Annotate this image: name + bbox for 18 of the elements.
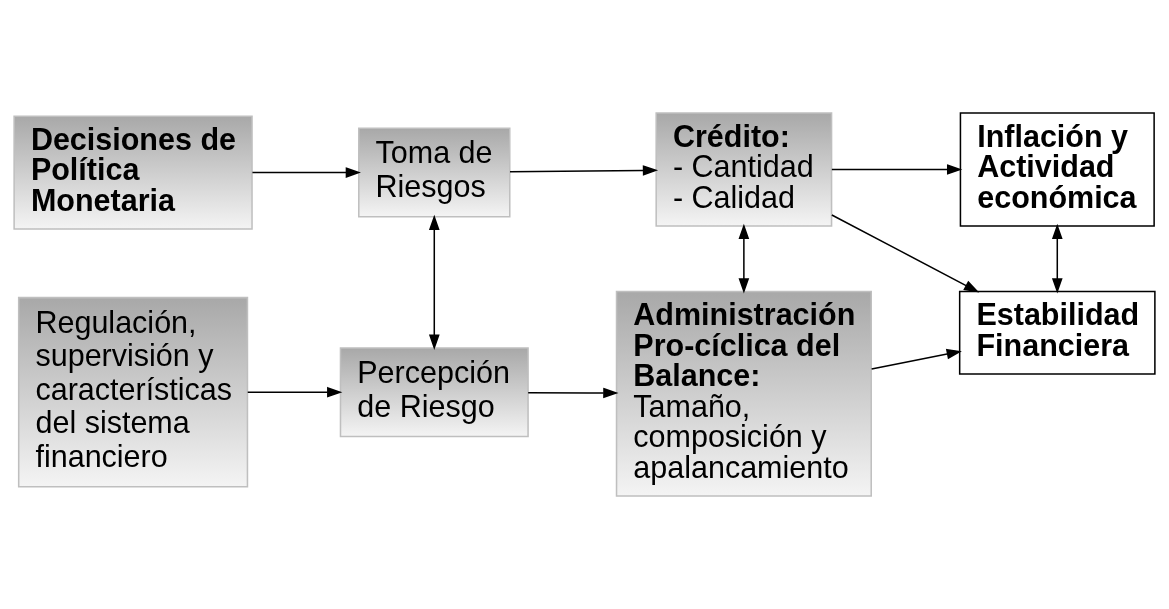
arrow (870, 348, 962, 370)
arrow (831, 214, 980, 293)
arrow (831, 164, 963, 175)
node-box: Regulación, supervisión y características del sistema financiero (17, 296, 249, 488)
node-box: Decisiones de Política Monetaria (13, 115, 253, 230)
arrow (251, 167, 361, 178)
node-box: Administración Pro-cíclica del Balance: Tamaño, composición y apalancamiento (615, 290, 872, 497)
node-box: Inflación y Actividad económica (959, 112, 1155, 227)
arrow (1051, 223, 1063, 294)
node-box: Crédito: - Cantidad - Calidad (655, 112, 833, 227)
arrow (527, 387, 619, 399)
arrow (738, 223, 750, 294)
arrow (428, 214, 440, 350)
arrow (246, 386, 343, 398)
node-box: Percepción de Riesgo (339, 347, 529, 438)
node-box: Estabilidad Financiera (958, 290, 1156, 375)
node-box: Toma de Riesgos (358, 127, 511, 218)
arrow (509, 165, 659, 176)
